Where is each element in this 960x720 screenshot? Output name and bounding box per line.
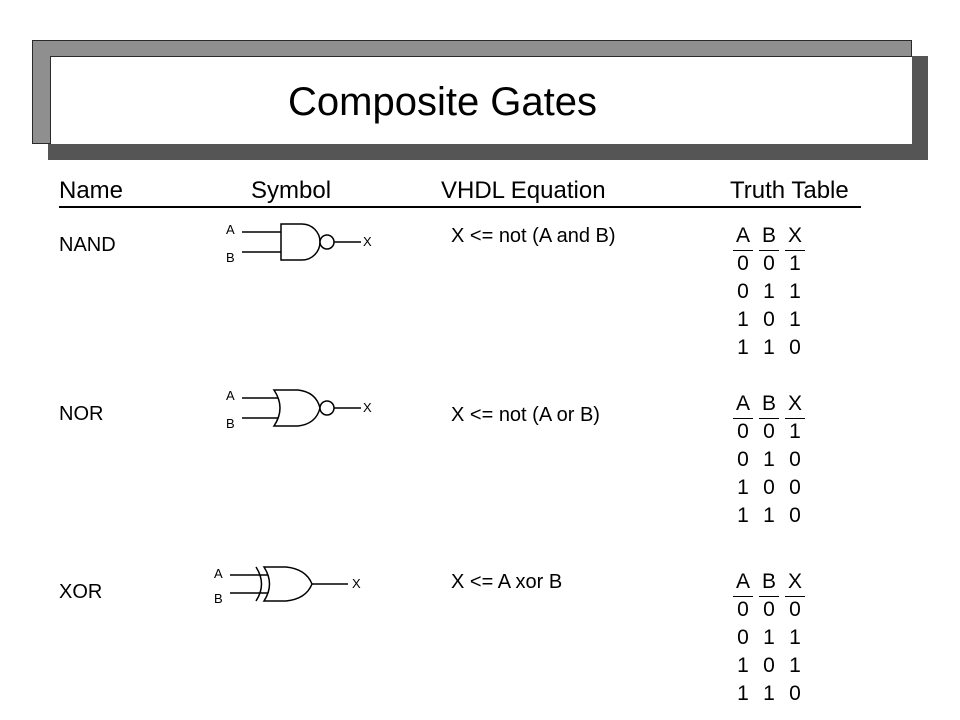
- pin-a: A: [214, 566, 223, 581]
- truth-cell: 0: [737, 598, 749, 621]
- pin-b: B: [226, 416, 235, 431]
- truth-cell: 1: [763, 280, 775, 303]
- pin-x: X: [352, 576, 361, 591]
- truth-cell: 0: [789, 336, 801, 359]
- truth-header-row: A B X: [733, 568, 837, 597]
- equation-xor: X <= A xor B: [451, 571, 563, 593]
- truth-cell: 0: [763, 654, 775, 677]
- truth-header-row: A B X: [733, 222, 837, 251]
- truth-table-nand: A B X 0 0 1 0 1 1 1 0 1 1 1 0: [733, 222, 837, 362]
- header-truth-table: Truth Table: [730, 177, 849, 204]
- truth-row: 0 0 1: [737, 250, 837, 278]
- truth-header-b: B: [759, 222, 779, 251]
- truth-header-a: A: [733, 568, 753, 597]
- header-vhdl-equation: VHDL Equation: [441, 177, 606, 204]
- gate-name-xor: XOR: [59, 581, 103, 603]
- truth-cell: 1: [789, 626, 801, 649]
- pin-x: X: [363, 234, 372, 249]
- truth-cell: 0: [763, 308, 775, 331]
- truth-cell: 1: [789, 280, 801, 303]
- truth-row: 1 1 0: [737, 334, 837, 362]
- truth-cell: 1: [737, 336, 749, 359]
- truth-cell: 1: [737, 654, 749, 677]
- truth-row: 1 0 1: [737, 306, 837, 334]
- gate-name-nand: NAND: [59, 234, 116, 256]
- frame-inner: [50, 56, 912, 144]
- truth-cell: 1: [763, 626, 775, 649]
- truth-cell: 0: [737, 448, 749, 471]
- truth-cell: 0: [763, 420, 775, 443]
- truth-cell: 1: [789, 420, 801, 443]
- truth-header-a: A: [733, 390, 753, 419]
- truth-cell: 1: [737, 308, 749, 331]
- truth-cell: 0: [737, 420, 749, 443]
- header-name: Name: [59, 177, 124, 204]
- truth-cell: 0: [737, 252, 749, 275]
- truth-header-a: A: [733, 222, 753, 251]
- nand-gate-symbol: A B X: [224, 220, 372, 266]
- truth-header-x: X: [785, 390, 805, 419]
- truth-header-x: X: [785, 568, 805, 597]
- truth-cell: 1: [763, 682, 775, 705]
- truth-cell: 0: [737, 280, 749, 303]
- slide-title: Composite Gates: [288, 80, 598, 124]
- pin-b: B: [226, 250, 235, 265]
- truth-cell: 1: [737, 476, 749, 499]
- truth-row: 0 1 1: [737, 624, 837, 652]
- title-frame: [32, 40, 930, 162]
- truth-row: 1 1 0: [737, 502, 837, 530]
- truth-cell: 0: [789, 598, 801, 621]
- nand-gate-icon: [242, 223, 361, 261]
- truth-cell: 0: [737, 626, 749, 649]
- nor-gate-icon: [242, 389, 361, 427]
- xor-gate-icon: [230, 566, 348, 602]
- equation-nor: X <= not (A or B): [451, 404, 600, 426]
- truth-cell: 0: [763, 476, 775, 499]
- truth-cell: 1: [763, 448, 775, 471]
- pin-b: B: [214, 591, 223, 606]
- truth-cell: 1: [789, 654, 801, 677]
- truth-cell: 1: [763, 336, 775, 359]
- header-symbol: Symbol: [251, 177, 332, 204]
- pin-a: A: [226, 388, 235, 403]
- truth-header-b: B: [759, 568, 779, 597]
- truth-cell: 1: [737, 504, 749, 527]
- truth-header-b: B: [759, 390, 779, 419]
- truth-cell: 0: [763, 252, 775, 275]
- truth-table-nor: A B X 0 0 1 0 1 0 1 0 0 1 1 0: [733, 390, 837, 530]
- truth-row: 0 1 0: [737, 446, 837, 474]
- truth-cell: 0: [789, 476, 801, 499]
- truth-header-x: X: [785, 222, 805, 251]
- truth-cell: 1: [789, 308, 801, 331]
- truth-row: 1 1 0: [737, 680, 837, 708]
- xor-gate-symbol: A B X: [212, 563, 361, 607]
- truth-cell: 0: [763, 598, 775, 621]
- equation-nand: X <= not (A and B): [451, 225, 616, 247]
- nor-gate-symbol: A B X: [224, 386, 372, 432]
- truth-row: 0 1 1: [737, 278, 837, 306]
- pin-a: A: [226, 222, 235, 237]
- truth-cell: 0: [789, 682, 801, 705]
- truth-cell: 1: [737, 682, 749, 705]
- truth-row: 0 0 1: [737, 418, 837, 446]
- truth-row: 0 0 0: [737, 596, 837, 624]
- truth-table-xor: A B X 0 0 0 0 1 1 1 0 1 1 1 0: [733, 568, 837, 708]
- truth-cell: 0: [789, 504, 801, 527]
- truth-cell: 0: [789, 448, 801, 471]
- truth-cell: 1: [789, 252, 801, 275]
- truth-cell: 1: [763, 504, 775, 527]
- truth-header-row: A B X: [733, 390, 837, 419]
- pin-x: X: [363, 400, 372, 415]
- truth-row: 1 0 1: [737, 652, 837, 680]
- gate-name-nor: NOR: [59, 403, 104, 425]
- table-header: Name Symbol VHDL Equation Truth Table: [59, 176, 861, 208]
- truth-row: 1 0 0: [737, 474, 837, 502]
